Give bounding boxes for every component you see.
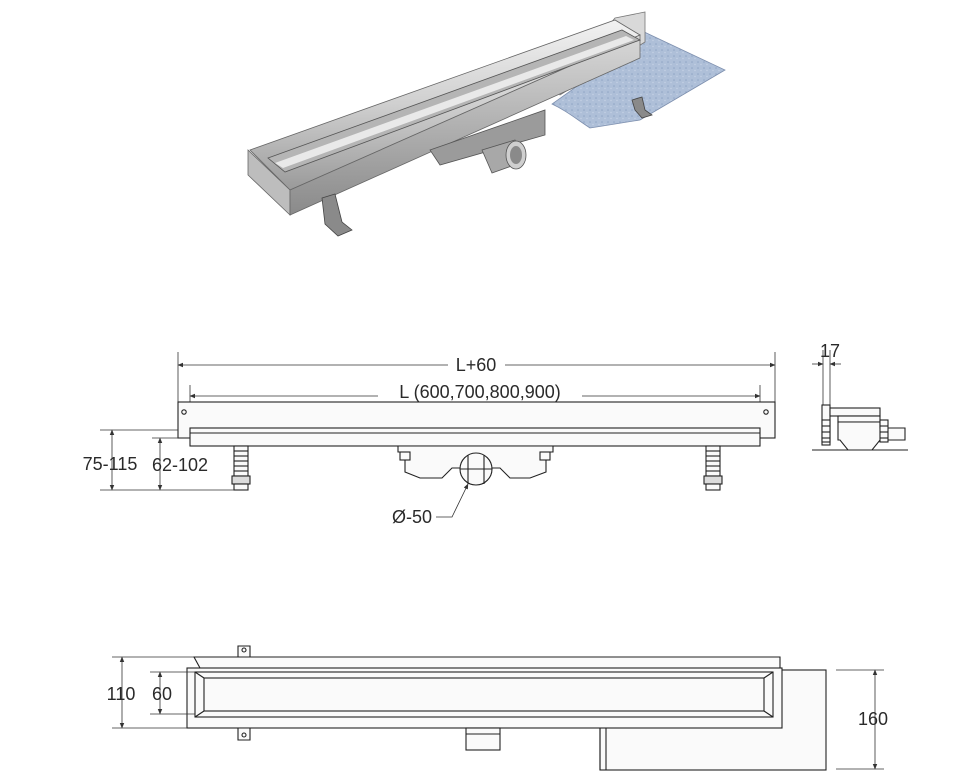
label-total-height: 75-115	[83, 454, 138, 474]
label-adjustable-height: 62-102	[152, 455, 208, 475]
top-plan-view: 110 60 160	[107, 645, 888, 771]
adjustable-foot-left	[231, 445, 251, 491]
label-grate-width: 60	[152, 684, 172, 704]
channel-front-face	[289, 34, 641, 216]
adjustable-foot-right	[703, 445, 723, 491]
label-channel-length: L (600,700,800,900)	[399, 382, 560, 402]
end-view: 17	[812, 341, 908, 451]
top-grate-inner	[203, 677, 765, 712]
fixing-lug-bottom	[237, 727, 251, 741]
waterproof-membrane	[551, 29, 726, 129]
label-flange-thickness: 17	[820, 341, 840, 361]
top-flange	[193, 656, 781, 669]
label-total-width: 110	[107, 684, 136, 704]
label-outlet-diameter: Ø-50	[392, 507, 432, 527]
channel-profile	[189, 427, 761, 447]
leader-outlet-diameter	[436, 483, 469, 518]
adjustable-leg-right	[631, 96, 653, 119]
top-outlet-stub	[465, 727, 501, 751]
product-3d-view	[247, 11, 726, 237]
label-overall-length: L+60	[456, 355, 497, 375]
side-elevation-view: L+60 L (600,700,800,900)	[83, 352, 776, 527]
label-membrane-width: 160	[858, 709, 888, 729]
adjustable-leg-left	[321, 193, 353, 237]
outlet-housing	[429, 109, 546, 166]
grate-inner-strip	[275, 36, 634, 168]
